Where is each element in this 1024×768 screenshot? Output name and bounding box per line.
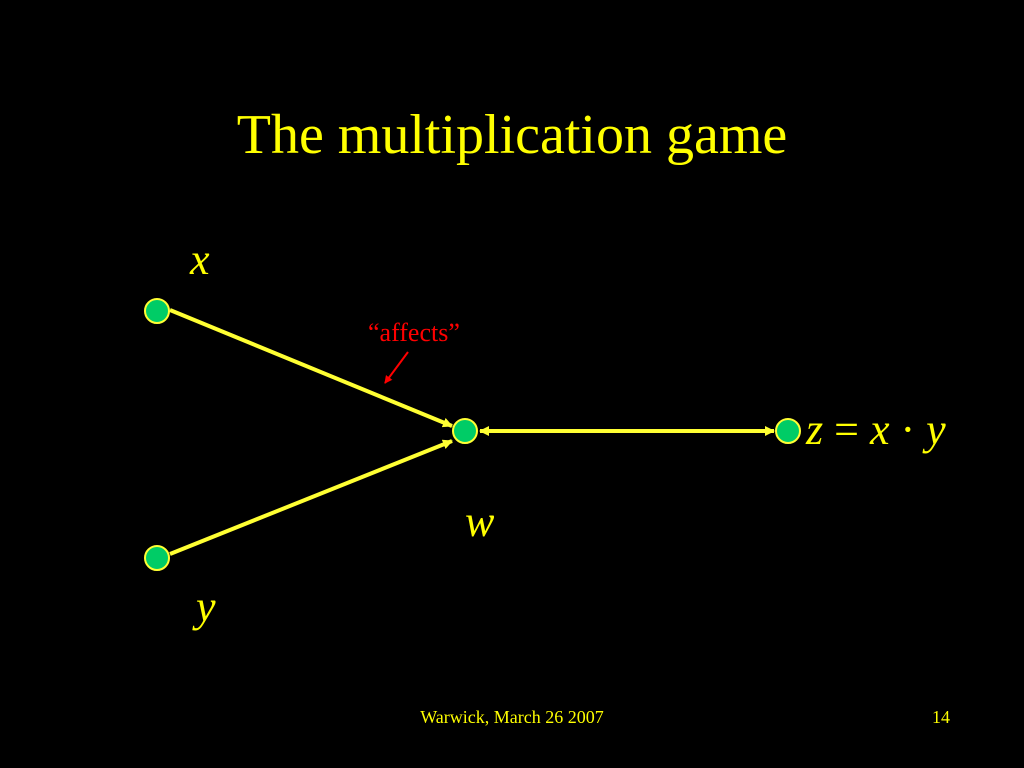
eq-dot: · bbox=[900, 405, 916, 454]
label-y: y bbox=[196, 582, 216, 631]
footer-text: Warwick, March 26 2007 bbox=[420, 707, 604, 727]
node-x bbox=[144, 298, 170, 324]
affects-pointer-arrow bbox=[384, 351, 409, 384]
affects-annotation: “affects” bbox=[368, 318, 460, 347]
eq-z: z bbox=[806, 405, 824, 454]
eq-equals: = bbox=[834, 405, 859, 454]
node-z bbox=[775, 418, 801, 444]
equation-z-equals-x-dot-y: z = x · y bbox=[806, 408, 946, 452]
eq-y: y bbox=[926, 405, 946, 454]
edge-x-to-w bbox=[169, 308, 453, 428]
label-w: w bbox=[465, 497, 495, 546]
label-x: x bbox=[190, 235, 210, 284]
eq-x: x bbox=[869, 405, 890, 454]
node-y bbox=[144, 545, 170, 571]
page-number: 14 bbox=[932, 707, 950, 727]
slide-title: The multiplication game bbox=[236, 104, 788, 166]
node-w bbox=[452, 418, 478, 444]
edge-y-to-w bbox=[169, 439, 453, 556]
